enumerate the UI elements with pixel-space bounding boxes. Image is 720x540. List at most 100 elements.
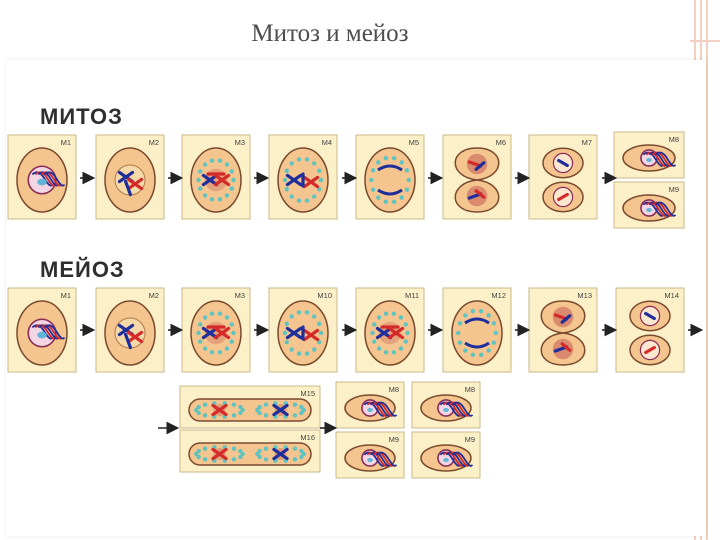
- stage-label: M15: [300, 389, 315, 398]
- spindle-fiber: [198, 169, 203, 174]
- spindle-fiber: [491, 321, 497, 326]
- spindle-fiber: [196, 454, 201, 460]
- spindle-fiber: [231, 446, 237, 451]
- nucleolus: [37, 178, 47, 186]
- spindle-fiber: [317, 321, 322, 327]
- stage-card: M11: [355, 287, 425, 373]
- spindle-fiber: [202, 446, 208, 451]
- spindle-fiber: [202, 413, 208, 418]
- spindle-fiber: [263, 402, 269, 407]
- spindle-fiber: [383, 350, 389, 355]
- chromosome: [272, 447, 289, 461]
- spindle-fiber: [257, 404, 262, 410]
- stage-card: M3: [181, 287, 251, 373]
- spindle-fiber: [238, 410, 243, 416]
- stage-card: M1: [7, 134, 77, 220]
- stage-label: M16: [300, 433, 315, 442]
- stage-label: M11: [405, 291, 419, 300]
- chromatin: [439, 451, 462, 467]
- spindle-fiber: [229, 186, 234, 191]
- spindle-fiber: [404, 187, 410, 192]
- stage-card: M8: [613, 131, 685, 179]
- stage-card: M9: [335, 431, 405, 479]
- stage-card: M4: [268, 134, 338, 220]
- nucleolus: [367, 457, 373, 463]
- chromosome: [211, 403, 228, 417]
- spindle-fiber: [370, 168, 376, 173]
- spindle-fiber: [238, 454, 243, 460]
- chromosome: [560, 314, 572, 324]
- stage-label: M9: [669, 185, 679, 194]
- spindle-fiber: [231, 177, 236, 183]
- spindle-fiber: [312, 314, 317, 319]
- spindle-fiber: [376, 315, 382, 320]
- stage-card: M1: [7, 287, 77, 373]
- spindle-fiber: [289, 347, 294, 352]
- stage-label: M8: [389, 385, 399, 394]
- chromosome: [285, 173, 303, 187]
- spindle-fiber: [296, 310, 302, 315]
- chromatin: [43, 171, 66, 187]
- spindle-fiber: [301, 407, 306, 413]
- spindle-fiber: [289, 161, 294, 166]
- spindle-fiber: [231, 402, 237, 407]
- chromatin: [375, 401, 398, 417]
- spindle-fiber: [372, 339, 377, 344]
- spindle-fiber: [257, 454, 262, 460]
- spindle-fiber: [202, 402, 208, 407]
- spindle-fiber: [301, 451, 306, 457]
- spindle-fiber: [486, 348, 491, 353]
- chromatin: [448, 451, 471, 467]
- spindle-fiber: [292, 402, 298, 407]
- spindle-fiber: [403, 339, 408, 344]
- chromatin: [31, 324, 54, 340]
- spindle-fiber: [255, 451, 260, 457]
- chromosome: [211, 447, 228, 461]
- stage-label: M8: [669, 135, 679, 144]
- stage-card: M10: [268, 287, 338, 373]
- cell: [188, 442, 312, 466]
- spindle-fiber: [229, 169, 234, 174]
- chromatin: [363, 451, 386, 467]
- stage-card: M2: [95, 134, 165, 220]
- spindle-fiber: [299, 448, 304, 454]
- chromatin: [37, 171, 60, 187]
- spindle-fiber: [263, 457, 269, 462]
- stage-label: M12: [491, 291, 506, 300]
- chromosome: [474, 161, 486, 171]
- spindle-fiber: [202, 162, 208, 167]
- chromatin: [654, 151, 677, 167]
- spindle-fiber: [299, 454, 304, 460]
- spindle-fiber: [369, 177, 374, 183]
- spindle-fiber: [383, 155, 389, 161]
- stage-label: M4: [322, 138, 332, 147]
- cell: [540, 300, 586, 366]
- spindle-fiber: [493, 330, 498, 336]
- spindle-fiber: [478, 352, 484, 358]
- chromatin: [642, 151, 665, 167]
- spindle-fiber: [196, 330, 201, 336]
- chromosome: [464, 317, 490, 325]
- spindle-fiber: [318, 330, 324, 336]
- stage-card: M14: [615, 287, 685, 373]
- spindle-fiber: [217, 311, 223, 316]
- nucleolus: [646, 207, 652, 213]
- stage-label: M3: [235, 291, 245, 300]
- spindle-fiber: [292, 446, 298, 451]
- spindle-fiber: [457, 340, 463, 345]
- spindle-fiber: [463, 348, 468, 353]
- spindle-fiber: [399, 160, 404, 165]
- chromatin: [445, 401, 468, 417]
- chromatin: [372, 451, 395, 467]
- spindle-fiber: [202, 315, 208, 320]
- spindle-fiber: [299, 404, 304, 410]
- chromatin: [442, 401, 465, 417]
- spindle-fiber: [383, 311, 389, 316]
- spindle-fiber: [399, 195, 404, 200]
- spindle-fiber: [470, 352, 476, 358]
- nucleolus: [443, 407, 449, 413]
- chromatin: [448, 401, 471, 417]
- spindle-fiber: [263, 413, 269, 418]
- cell: [454, 147, 500, 213]
